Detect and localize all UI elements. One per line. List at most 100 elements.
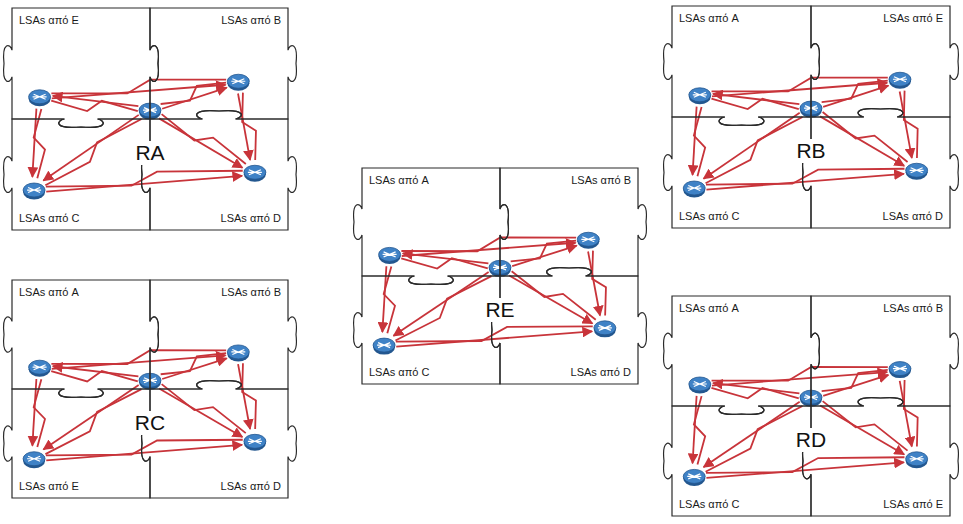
piece-border (150, 8, 296, 119)
router-icon (689, 377, 711, 394)
lsa-flood-zigzag (46, 440, 243, 456)
puzzle-piece: LSAs από D (150, 119, 288, 230)
piece-border (354, 276, 500, 384)
router-name: RC (133, 411, 167, 435)
piece-border (664, 117, 811, 228)
router-icon (889, 72, 911, 89)
lsa-label: LSAs από C (368, 365, 430, 379)
lsa-label: LSAs από B (220, 13, 282, 27)
lsa-flood-zigzag (395, 276, 491, 340)
piece-border (811, 296, 958, 406)
lsa-flood-zigzag (823, 401, 908, 451)
puzzle-piece: LSAs από E (12, 8, 150, 119)
router-icon (889, 362, 911, 379)
lsa-label: LSAs από A (678, 11, 740, 25)
puzzle-piece: LSAs από B (500, 168, 638, 276)
piece-border (811, 6, 958, 117)
puzzle-piece: LSAs από B (811, 296, 950, 406)
puzzle-piece: LSAs από C (672, 406, 811, 516)
piece-border (354, 168, 509, 284)
puzzle-piece: LSAs από E (811, 406, 950, 516)
router-mesh (23, 345, 266, 468)
puzzle-piece: LSAs από B (150, 8, 288, 119)
puzzle-piece: LSAs από D (811, 117, 950, 228)
router-icon (227, 74, 249, 91)
lsa-flood-zigzag (401, 237, 576, 251)
piece-border (4, 8, 159, 127)
router-icon (379, 247, 401, 264)
piece-border (803, 109, 959, 228)
router-icon (683, 181, 705, 198)
router-icon (244, 165, 266, 182)
lsa-flood-line (393, 272, 488, 336)
router-name: RB (794, 139, 827, 163)
puzzle-piece: LSAs από E (12, 389, 150, 498)
router-icon (906, 163, 928, 180)
puzzle-piece: LSAs από D (150, 389, 288, 498)
lsa-flood-zigzag (711, 388, 798, 398)
lsa-flood-zigzag (45, 119, 141, 185)
router-icon (23, 183, 45, 200)
lsa-flood-zigzag (706, 169, 904, 185)
router-name: RD (794, 428, 828, 452)
lsa-flood-zigzag (823, 112, 908, 162)
lsa-flood-zigzag (592, 251, 606, 316)
lsa-label: LSAs από C (678, 209, 740, 223)
piece-border (803, 398, 959, 516)
lsa-label: LSAs από D (882, 209, 944, 223)
router-icon (244, 434, 266, 451)
lsa-flood-line (159, 118, 242, 167)
lsa-label: LSAs από E (18, 13, 80, 27)
router-icon (683, 469, 705, 486)
lsa-flood-line (159, 388, 242, 436)
lsa-flood-line (704, 113, 800, 179)
lsa-flood-zigzag (512, 271, 596, 319)
lsa-flood-zigzag (712, 78, 888, 92)
lsa-label: LSAs από E (882, 11, 944, 25)
lsa-flood-line (704, 402, 800, 467)
piece-border (142, 381, 297, 498)
router-icon (23, 452, 45, 469)
lsa-flood-zigzag (45, 389, 141, 454)
lsa-flood-zigzag (401, 258, 488, 268)
lsa-flood-zigzag (161, 353, 226, 374)
piece-border (4, 389, 150, 498)
lsa-flood-zigzag (706, 406, 803, 472)
lsa-flood-zigzag (511, 241, 576, 262)
lsa-label: LSAs από A (678, 301, 740, 315)
lsa-flood-zigzag (904, 380, 918, 447)
piece-border (150, 280, 296, 389)
piece-border (142, 111, 297, 230)
lsa-flood-line (509, 276, 592, 324)
piece-border (4, 119, 150, 230)
lsa-label: LSAs από D (220, 211, 282, 225)
lsa-label: LSAs από C (18, 211, 80, 225)
piece-border (664, 406, 811, 516)
lsa-flood-zigzag (396, 326, 593, 341)
lsa-label: LSAs από A (18, 285, 80, 299)
lsa-flood-zigzag (51, 371, 138, 381)
puzzle-piece: LSAs από A (12, 280, 150, 389)
router-mesh (373, 232, 616, 354)
lsa-flood-zigzag (161, 83, 227, 104)
router-name: RE (483, 298, 516, 322)
puzzle-piece: LSAs από C (672, 117, 811, 228)
router-icon (577, 232, 599, 249)
lsa-label: LSAs από C (678, 497, 740, 511)
lsa-label: LSAs από D (570, 365, 632, 379)
lsa-flood-zigzag (46, 171, 243, 187)
router-icon (227, 345, 249, 362)
lsa-label: LSAs από E (882, 497, 944, 511)
lsa-flood-zigzag (712, 367, 888, 381)
router-mesh (23, 74, 266, 199)
lsa-label: LSAs από B (570, 173, 632, 187)
router-mesh (683, 72, 927, 197)
piece-border (664, 6, 820, 125)
lsa-label: LSAs από A (368, 173, 430, 187)
puzzle-piece: LSAs από A (362, 168, 500, 276)
lsa-flood-zigzag (162, 114, 246, 164)
lsa-flood-zigzag (711, 99, 798, 109)
router-icon (373, 338, 395, 355)
piece-border (492, 268, 647, 384)
